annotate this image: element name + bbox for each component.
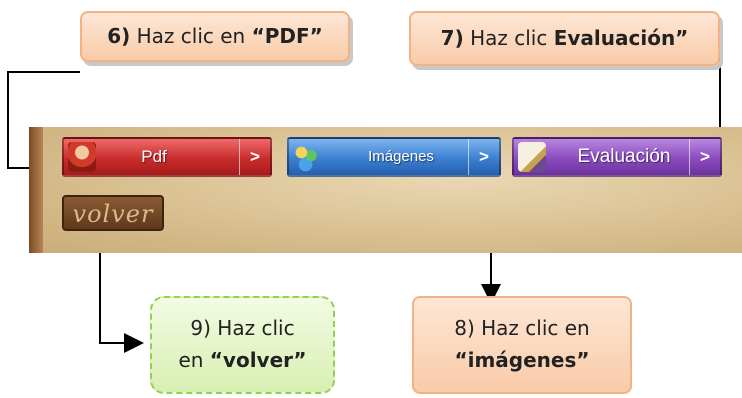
step8-text: 8) Haz clic en [454,316,590,340]
step9-text: 9) Haz clic [190,316,295,340]
volver-button[interactable]: volver [62,195,164,231]
evaluacion-arrow-button[interactable]: > [689,139,720,175]
step7-text: Haz clic [463,26,554,50]
step7-target: Evaluación” [553,26,689,50]
pdf-button-label: Pdf [141,147,167,166]
step6-text: Haz clic en [130,24,252,48]
step7-number: 7) [440,26,464,50]
evaluacion-button-label: Evaluación [577,146,671,167]
pdf-button[interactable]: Pdf > [62,137,272,177]
student-icon [68,142,96,172]
clipboard-icon [518,142,546,172]
arrow-step9 [99,252,144,353]
step6-target: “PDF” [251,24,323,48]
callout-step7: 7) Haz clic Evaluación” [409,11,720,66]
imagenes-button-label: Imágenes [368,148,434,165]
step9-target: “volver” [209,348,307,372]
imagenes-arrow-button[interactable]: > [468,139,499,175]
step9-prefix: en [178,348,210,372]
pdf-arrow-button[interactable]: > [239,139,270,175]
wooden-frame-edge [29,127,43,253]
step8-target: “imágenes” [454,348,590,372]
people-icon [293,142,321,172]
evaluacion-button[interactable]: Evaluación > [512,137,722,177]
callout-step8: 8) Haz clic en “imágenes” [412,296,632,394]
step6-number: 6) [107,24,131,48]
callout-step6: 6) Haz clic en “PDF” [80,11,350,62]
imagenes-button[interactable]: Imágenes > [287,137,501,177]
callout-step9: 9) Haz clic en “volver” [150,296,335,394]
